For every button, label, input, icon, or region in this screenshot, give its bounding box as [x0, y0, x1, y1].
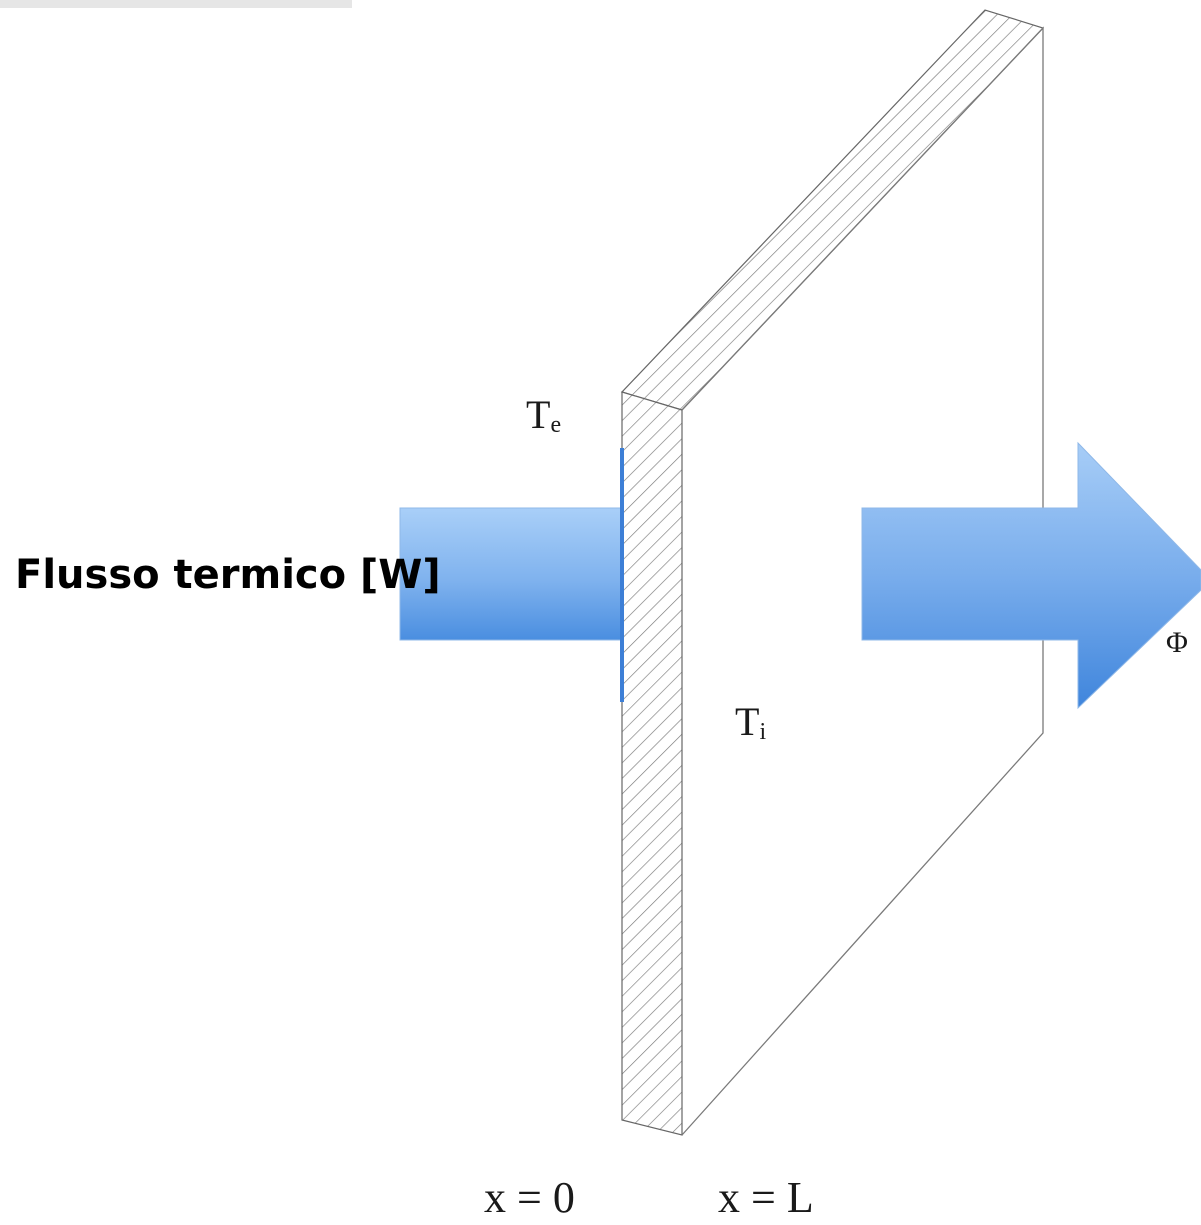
flux-label: Flusso termico [W] — [15, 552, 441, 598]
wall-front-section — [621, 391, 683, 1136]
inner-temperature-label: Ti — [735, 699, 766, 745]
position-end-label: x = L — [718, 1173, 814, 1220]
position-start-label: x = 0 — [484, 1173, 575, 1220]
wall-back-face — [681, 26, 1044, 1136]
top-strip — [0, 0, 352, 8]
wall-top-edge — [620, 9, 1045, 411]
flux-symbol: Φ — [1166, 626, 1188, 659]
incoming-flux-arrow — [399, 507, 633, 641]
outer-temperature-label: Te — [526, 392, 561, 438]
outgoing-flux-arrow — [861, 441, 1201, 710]
